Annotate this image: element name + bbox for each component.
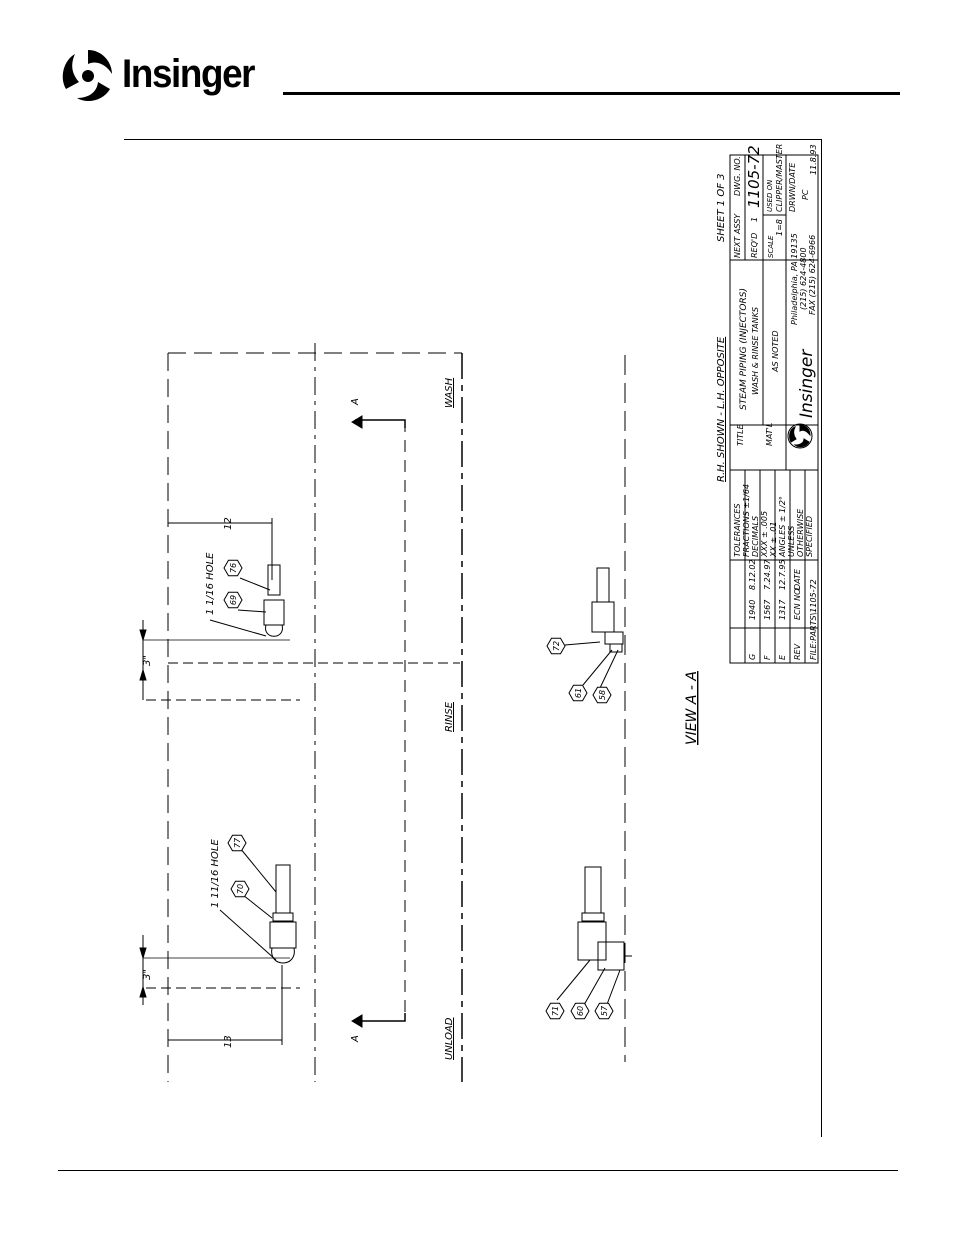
injector-1	[209, 564, 285, 637]
part-balloon: 72	[546, 637, 566, 655]
rev-cell: 12.7.95	[778, 559, 787, 590]
svg-text:70: 70	[236, 884, 245, 894]
section-marker-bottom	[355, 1013, 406, 1022]
drwn-by: PC	[801, 189, 810, 200]
view-injector-2	[577, 866, 632, 971]
dim-12: 12	[223, 517, 234, 530]
tolerance-line: DECIMALS	[751, 516, 760, 557]
part-balloon: 69	[223, 591, 243, 609]
view-injector-1	[591, 567, 624, 653]
insinger-logo: Insinger	[58, 48, 288, 104]
matl-value: AS NOTED	[771, 331, 780, 373]
used-on-label: USED ON	[766, 179, 774, 212]
section-a-bottom: A	[350, 1035, 361, 1043]
file-label: FILE:PARTS\1105-72	[809, 579, 818, 660]
dwg-no: 1105-72	[745, 145, 763, 208]
rev-cell: 1567	[763, 599, 772, 620]
svg-text:76: 76	[229, 563, 238, 573]
part-balloon: 58	[592, 686, 612, 704]
tolerance-line: XX ± .01	[769, 522, 778, 558]
dim-13: 13	[223, 1035, 234, 1048]
rev-cell: G	[748, 654, 757, 660]
svg-text:71: 71	[551, 1006, 560, 1016]
rev-header-cell: REV	[793, 643, 802, 660]
scale-label: SCALE	[767, 235, 775, 258]
title-block	[729, 154, 819, 664]
company-name: Insinger	[797, 349, 817, 418]
drwn-label: DRWN/DATE	[788, 162, 797, 212]
reqd-label: REQ'D	[750, 233, 759, 258]
rev-cell: 1317	[778, 599, 787, 620]
title-label: TITLE	[736, 423, 745, 446]
header-rule	[283, 92, 900, 95]
label-wash: WASH	[444, 377, 455, 408]
injector-2	[219, 864, 297, 964]
svg-text:60: 60	[576, 1006, 585, 1016]
footer-rule	[58, 1170, 898, 1171]
tolerance-line: SPECIFIED	[805, 516, 814, 557]
rev-cell: E	[778, 654, 787, 660]
reqd-value: 1	[750, 217, 759, 222]
dwg-no-label: DWG. NO.	[733, 156, 742, 196]
tolerance-line: XXX ± .005	[760, 511, 769, 558]
label-unload: UNLOAD	[444, 1017, 455, 1060]
tolerance-line: ANGLES ± 1/2°	[778, 496, 787, 558]
used-on-value: CLIPPER/MASTER	[775, 144, 784, 212]
rev-cell: F	[763, 655, 772, 660]
rev-header-cell: DATE	[793, 568, 802, 590]
rev-header-cell: ECN NO.	[793, 586, 802, 620]
address: Philadelphia, PA 19135	[790, 233, 799, 325]
part-balloon: 60	[570, 1002, 590, 1020]
rev-cell: 7.24.97	[763, 559, 772, 590]
rev-cell: 8.12.02	[748, 559, 757, 590]
swirl-logo-icon	[62, 50, 112, 101]
tolerance-line: UNLESS	[787, 526, 796, 557]
sheet-label: SHEET 1 OF 3	[716, 174, 727, 243]
part-balloon: 77	[227, 834, 247, 852]
part-balloon: 76	[223, 559, 243, 577]
section-marker-top	[355, 419, 406, 428]
part-balloon: 57	[594, 1002, 614, 1020]
tolerance-line: FRACTIONS ±1/64	[742, 484, 751, 557]
hole-label-1: 1 1/16 HOLE	[205, 552, 216, 615]
dim-3in-bottom: 3"	[142, 969, 153, 980]
title-block-logo-icon	[787, 423, 813, 449]
part-balloon: 70	[230, 880, 250, 898]
section-a-top: A	[350, 398, 361, 406]
svg-text:57: 57	[600, 1005, 609, 1016]
rev-cell: 1940	[748, 600, 757, 620]
label-rinse: RINSE	[444, 701, 455, 732]
view-aa-label: VIEW A - A	[684, 671, 700, 745]
drwn-date: 11.8.93	[809, 144, 818, 175]
tolerance-line: OTHERWISE	[796, 508, 805, 557]
tolerance-line: TOLERANCES	[733, 504, 742, 557]
frame-top-rule	[124, 139, 822, 140]
title-line-1: STEAM PIPING (INJECTORS)	[739, 288, 749, 410]
svg-text:69: 69	[229, 595, 238, 605]
frame-right-rule	[821, 139, 822, 1137]
svg-text:72: 72	[552, 641, 561, 651]
title-line-2: WASH & RINSE TANKS	[751, 307, 760, 395]
next-assy-label: NEXT ASSY	[733, 213, 742, 258]
svg-text:77: 77	[233, 837, 242, 848]
part-balloon: 71	[545, 1002, 565, 1020]
fax: FAX (215) 624-6966	[808, 235, 817, 315]
rh-note: R.H. SHOWN - L.H. OPPOSITE	[716, 336, 727, 482]
phone: (215) 624-4800	[799, 247, 808, 310]
scale-value: 1=8	[775, 219, 784, 236]
hole-label-2: 1 11/16 HOLE	[210, 839, 221, 909]
brand-name: Insinger	[122, 52, 255, 96]
svg-text:58: 58	[598, 690, 607, 700]
svg-text:61: 61	[574, 688, 583, 698]
dim-3in-top: 3"	[142, 655, 153, 666]
part-balloon: 61	[568, 684, 588, 702]
matl-label: MAT'L	[765, 423, 774, 446]
